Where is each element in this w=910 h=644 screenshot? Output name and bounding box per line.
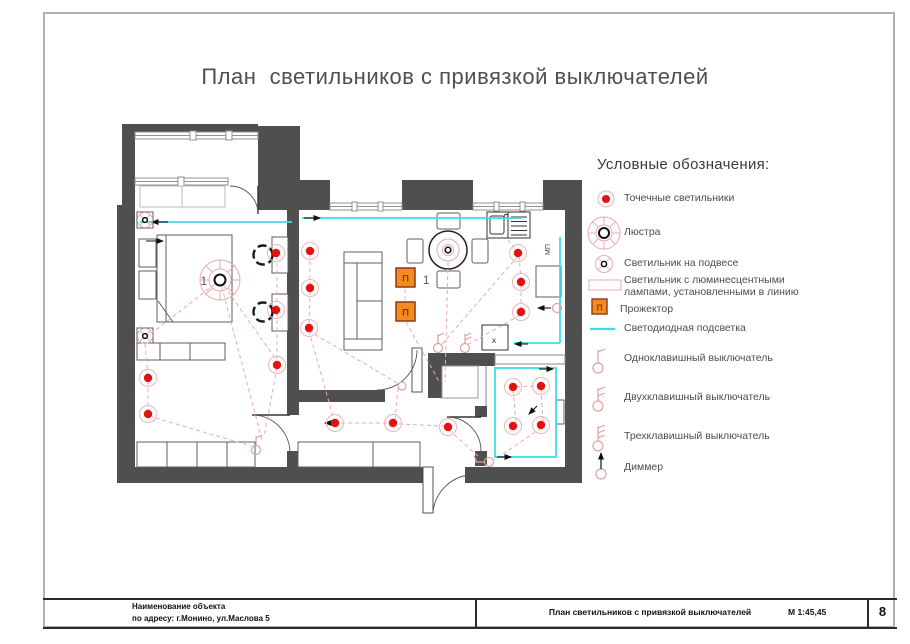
pendant-light-icon [595,255,613,273]
spot-light [301,242,319,260]
pillow [138,270,157,300]
spot-lights [139,242,550,436]
spot-light [509,244,527,262]
dimmer-target-icon [551,302,563,314]
pendant-number: 1 [423,275,429,287]
chair [436,212,461,230]
washer-label: x [492,335,497,345]
fluorescent-light-icon [588,279,622,291]
switch-icon [250,434,263,456]
legend-item-label: Диммер [624,461,664,473]
legend-item-label: Двухклавишный выключатель [624,391,771,403]
projector-icon [395,301,416,322]
chandelier-number: 1 [201,276,207,288]
pendant-lights [137,212,460,344]
legend-item-label: Точечные светильники [624,192,735,204]
chandelier [199,259,241,301]
spot-light [267,244,285,262]
switch-icon [397,381,407,391]
spot-light [439,418,457,436]
titleblock-scale: М 1:45,45 [788,607,827,617]
light-partitions [441,354,566,406]
titleblock-doc-title: План светильников с привязкой выключател… [548,607,752,617]
titleblock-sheet-number: 8 [878,604,887,619]
pendant-light [436,238,460,262]
chair [252,244,274,266]
projector-letter: П [402,308,409,319]
chair [471,238,489,264]
page-title: План светильников с привязкой выключател… [201,64,709,89]
spot-light [504,378,522,396]
wardrobe [136,441,256,468]
chair [436,270,461,289]
legend-header: Условные обозначения: [597,156,770,173]
projectors: П П [395,267,416,322]
legend-item-label: Светильник на подвесе [624,257,739,269]
legend-item-label: Светильник с люминесцентными лампами, ус… [624,274,799,298]
chandelier-icon [587,216,621,250]
spot-light [139,369,157,387]
legend-item-label: Одноклавишный выключатель [624,352,773,364]
dimmer-icon [595,452,607,480]
windows [134,130,544,212]
dresser [136,342,226,361]
chair [406,238,424,264]
switch-icon [459,332,472,354]
spot-light [512,303,530,321]
titleblock-divider [475,598,477,628]
plan-labels: 1 1 МП x [201,244,552,345]
spot-light [300,319,318,337]
spot-light [384,414,402,432]
projector-icon [395,267,416,288]
switch-2gang-icon [592,386,606,412]
legend-symbols: П [587,190,622,480]
kitchen-label: МП [545,244,552,255]
legend-item-label: Трехклавишный выключатель [624,430,770,442]
spot-light-icon [597,190,615,208]
titleblock-border [43,598,897,600]
furniture [136,211,565,468]
pillow [138,238,157,268]
towel-rail [555,399,565,425]
svg-text:П: П [596,303,602,313]
spot-light [532,416,550,434]
wall-switches [250,302,563,468]
titleblock-divider [867,598,869,628]
switch-3gang-icon [592,424,606,452]
switch-icon [432,332,445,354]
titleblock-border [43,627,897,629]
spot-light [139,405,157,423]
object-name-line: Наименование объекта [132,602,226,611]
walls [117,124,582,483]
spot-light [512,273,530,291]
doors [229,185,482,514]
sofa [343,251,383,351]
pendant-light [137,212,153,228]
object-address-line: по адресу: г.Монино, ул.Маслова 5 [132,613,270,623]
spot-light [504,417,522,435]
legend-item-label: Прожектор [620,303,674,315]
switch-icon [473,455,495,468]
legend-item-label: Светодиодная подсветка [624,322,746,334]
wiring-lines [144,239,544,461]
titleblock-object: Наименование объекта по адресу: г.Монино… [132,601,270,624]
projector-icon: П [591,298,608,315]
projector-letter: П [402,274,409,285]
spot-light [532,377,550,395]
spot-light [326,414,344,432]
spot-light [267,301,285,319]
spot-light [268,356,286,374]
legend-item-label: Люстра [624,226,661,238]
chair [252,301,274,323]
cabinet [535,265,562,298]
switch-1gang-icon [592,348,606,374]
hall-cabinet [297,441,421,468]
kitchen-sink [486,211,531,239]
pendant-light [137,328,153,344]
spot-light [301,279,319,297]
direction-arrows [146,215,554,460]
